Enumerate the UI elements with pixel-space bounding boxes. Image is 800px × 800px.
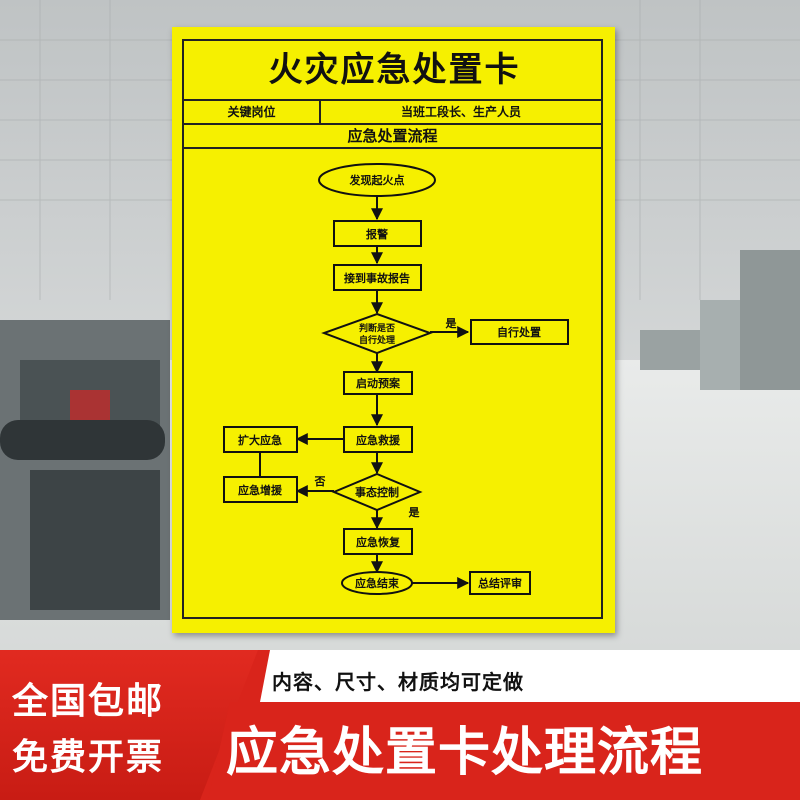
- card-title: 火灾应急处置卡: [268, 50, 521, 90]
- label-expand: 扩大应急: [238, 433, 282, 447]
- label-yes1: 是: [445, 317, 458, 330]
- node-recover: [343, 528, 413, 555]
- node-end: [341, 571, 413, 595]
- label-start: 发现起火点: [349, 173, 405, 187]
- node-receive: [333, 264, 422, 291]
- node-activate-plan: [343, 371, 413, 395]
- label-activate-plan: 启动预案: [356, 376, 401, 390]
- promo-free-invoice: 免费开票: [12, 737, 165, 778]
- label-no2: 否: [314, 475, 326, 488]
- label-end: 应急结束: [355, 576, 400, 590]
- promo-subtitle: 内容、尺寸、材质均可定做: [272, 670, 524, 694]
- flowchart: 发现起火点 报警 接到事故报告 判断是否 自行处理 自行处置 是 启动预案 应急…: [223, 163, 569, 595]
- node-rescue: [343, 426, 413, 453]
- node-decision1: [321, 312, 433, 355]
- promo-slant-panel: [200, 650, 800, 800]
- label-review: 总结评审: [478, 576, 522, 590]
- node-start: [318, 163, 436, 197]
- label-reinforce: 应急增援: [238, 483, 283, 497]
- label-decision1-line1: 判断是否: [359, 322, 395, 334]
- label-report: 报警: [366, 227, 388, 241]
- node-expand: [223, 426, 298, 453]
- node-decision2: [331, 472, 423, 512]
- card-frame: 火灾应急处置卡 关键岗位 当班工段长、生产人员 应急处置流程: [182, 39, 603, 619]
- node-reinforce: [223, 476, 298, 503]
- key-post-value: 当班工段长、生产人员: [400, 105, 521, 119]
- promo-big-title: 应急处置卡处理流程: [226, 723, 704, 783]
- label-rescue: 应急救援: [356, 433, 401, 447]
- label-yes2: 是: [408, 506, 421, 519]
- label-decision2: 事态控制: [355, 485, 399, 499]
- key-post-row: 关键岗位 当班工段长、生产人员: [184, 99, 601, 125]
- promo-free-shipping: 全国包邮: [12, 681, 165, 722]
- node-self-handle: [470, 319, 569, 345]
- label-recover: 应急恢复: [356, 535, 401, 549]
- node-report: [333, 220, 422, 247]
- label-self-handle: 自行处置: [497, 325, 541, 339]
- key-post-label: 关键岗位: [184, 101, 321, 123]
- section-title: 应急处置流程: [184, 125, 601, 149]
- node-review: [469, 571, 531, 595]
- emergency-card: 火灾应急处置卡 关键岗位 当班工段长、生产人员 应急处置流程: [172, 27, 615, 633]
- label-decision1-line2: 自行处理: [359, 334, 395, 346]
- label-receive: 接到事故报告: [344, 271, 410, 285]
